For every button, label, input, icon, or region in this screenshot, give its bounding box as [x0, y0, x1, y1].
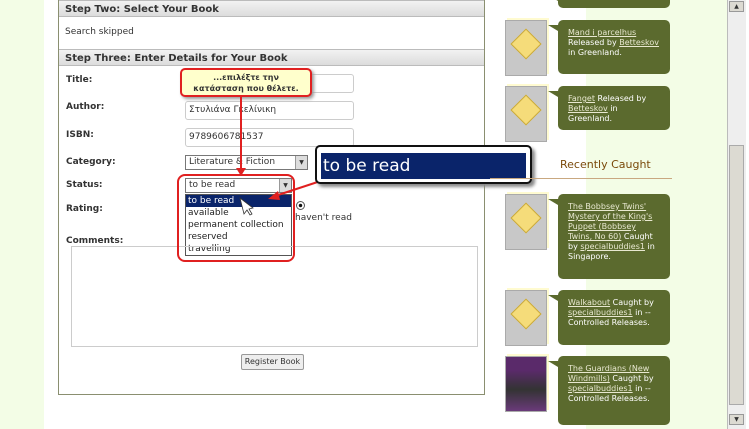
isbn-input[interactable]: 9789606781537: [185, 128, 354, 147]
title-label: Title:: [66, 75, 93, 85]
arrow-head: [236, 168, 246, 176]
author-label: Author:: [66, 102, 105, 112]
activity-bubble: Walkabout Caught by specialbuddies1 in -…: [548, 290, 670, 345]
status-option[interactable]: travelling: [188, 244, 231, 254]
divider: [490, 178, 672, 179]
comments-textarea[interactable]: [71, 246, 478, 347]
arrow-head: [268, 191, 280, 200]
user-link[interactable]: specialbuddies1: [568, 308, 633, 317]
user-link[interactable]: specialbuddies1: [568, 384, 633, 393]
zoom-callout-text: to be read: [321, 153, 526, 179]
register-form: Step Two: Select Your Book Search skippe…: [58, 0, 485, 395]
activity-text: in -- Controlled Releases.: [568, 384, 651, 403]
status-dropdown-list: to be read available permanent collectio…: [185, 194, 292, 256]
activity-text: in Greenland.: [568, 48, 622, 57]
rating-option-label: haven't read: [295, 213, 352, 223]
recently-caught-heading: Recently Caught: [560, 158, 651, 171]
comments-label: Comments:: [66, 236, 124, 246]
zoom-callout: to be read: [315, 145, 532, 184]
book-thumbnail[interactable]: [505, 290, 547, 346]
status-option[interactable]: to be read: [186, 195, 291, 207]
book-thumbnail[interactable]: [505, 86, 547, 142]
annotation-callout: ...επιλέξτε την κατάσταση που θέλετε.: [180, 68, 312, 97]
chevron-down-icon[interactable]: ▼: [295, 156, 307, 169]
user-link[interactable]: Betteskov: [568, 104, 608, 113]
book-link[interactable]: Fanget: [568, 94, 595, 103]
rating-label: Rating:: [66, 204, 103, 214]
isbn-label: ISBN:: [66, 130, 94, 140]
annotation-highlight-box: [177, 174, 295, 262]
chevron-down-icon[interactable]: ▼: [279, 179, 291, 192]
activity-text: Released by: [568, 38, 620, 47]
status-option[interactable]: permanent collection: [188, 220, 284, 230]
step-two-header: Step Two: Select Your Book: [59, 0, 484, 17]
book-link[interactable]: The Guardians (New Windmills): [568, 364, 650, 383]
activity-bubble: Mand i parcelhus Released by Betteskov i…: [548, 20, 670, 74]
activity-text: Released by: [594, 94, 647, 103]
category-select[interactable]: Literature & Fiction ▼: [185, 155, 308, 170]
activity-text: Caught by: [610, 298, 654, 307]
activity-text: in Greenland.: [568, 104, 618, 123]
author-input[interactable]: Στυλιάνα Γκελίνικη: [185, 101, 354, 120]
step-three-header: Step Three: Enter Details for Your Book: [59, 49, 484, 66]
book-thumbnail[interactable]: [505, 20, 547, 76]
scroll-up-icon[interactable]: ▲: [729, 1, 744, 12]
activity-text: Caught by: [609, 374, 654, 383]
book-link[interactable]: Walkabout: [568, 298, 611, 307]
book-thumbnail[interactable]: [505, 194, 547, 250]
status-value: to be read: [189, 180, 236, 190]
user-link[interactable]: Betteskov: [619, 38, 659, 47]
activity-bubble: [548, 0, 670, 8]
book-link[interactable]: The Bobbsey Twins' Mystery of the King's…: [568, 202, 653, 241]
activity-text: in Singapore.: [568, 242, 655, 261]
category-value: Literature & Fiction: [189, 157, 276, 167]
search-status: Search skipped: [65, 27, 134, 37]
activity-bubble: The Guardians (New Windmills) Caught by …: [548, 356, 670, 425]
book-link[interactable]: Mand i parcelhus: [568, 28, 637, 37]
status-label: Status:: [66, 180, 103, 190]
activity-text: in -- Controlled Releases.: [568, 308, 651, 327]
user-link[interactable]: specialbuddies1: [580, 242, 645, 251]
rating-radio[interactable]: [296, 201, 305, 210]
status-option[interactable]: reserved: [188, 232, 228, 242]
status-select[interactable]: to be read ▼: [185, 178, 292, 193]
category-label: Category:: [66, 157, 116, 167]
activity-text: Caught by: [568, 232, 653, 251]
scroll-down-icon[interactable]: ▼: [729, 414, 744, 425]
register-book-button[interactable]: Register Book: [241, 354, 304, 370]
callout-line: ...επιλέξτε την: [213, 73, 279, 82]
activity-bubble: Fanget Released by Betteskov in Greenlan…: [548, 86, 670, 130]
activity-bubble: The Bobbsey Twins' Mystery of the King's…: [548, 194, 670, 279]
callout-line: κατάσταση που θέλετε.: [193, 84, 299, 93]
book-thumbnail[interactable]: [505, 356, 547, 412]
status-option[interactable]: available: [188, 208, 229, 218]
scrollbar-thumb[interactable]: [729, 145, 744, 405]
page-margin-left: [0, 0, 44, 429]
cursor-icon: [239, 196, 254, 216]
